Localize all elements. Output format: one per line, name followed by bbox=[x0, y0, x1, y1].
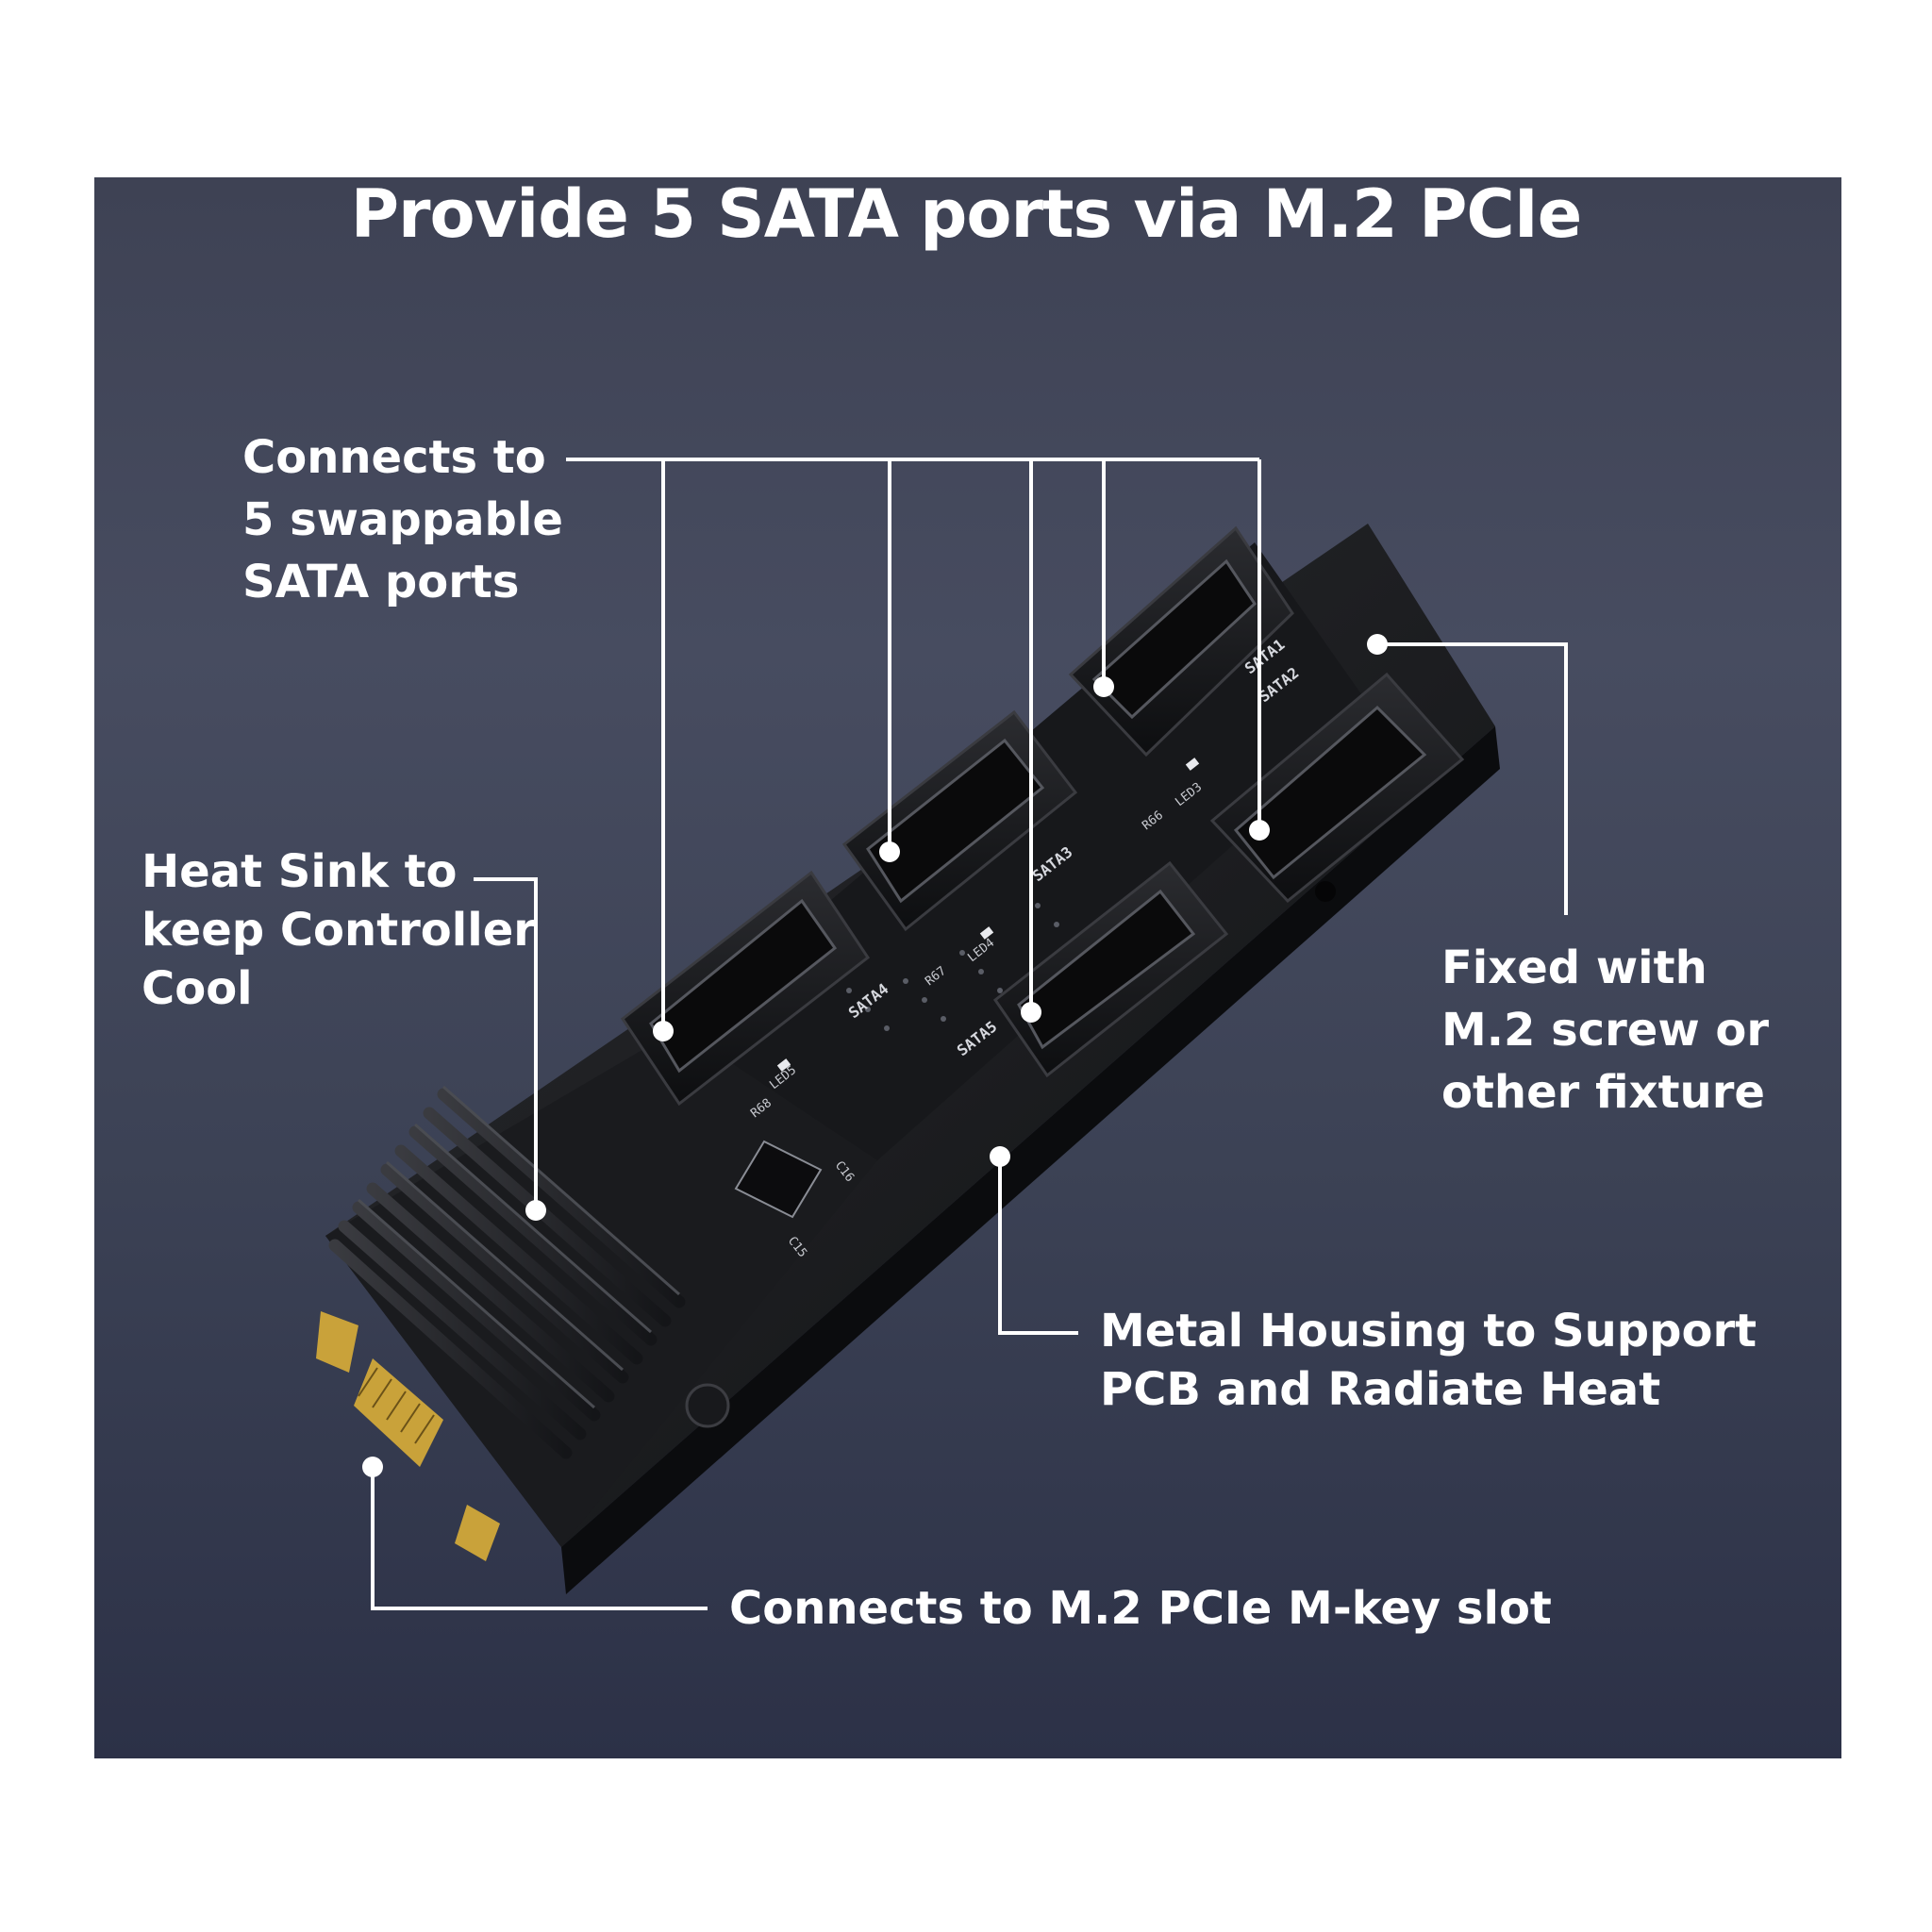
callout-line: Connects to M.2 PCIe M-key slot bbox=[729, 1582, 1552, 1635]
screw-hole bbox=[1315, 881, 1336, 902]
sata-port-4 bbox=[620, 870, 871, 1107]
callout-line: 5 swappable bbox=[242, 493, 563, 546]
page-title: Provide 5 SATA ports via M.2 PCIe bbox=[350, 175, 1583, 253]
callout-housing: Metal Housing to Support PCB and Radiate… bbox=[1100, 1302, 1757, 1419]
callout-line: Connects to bbox=[242, 431, 546, 484]
controller-chip bbox=[734, 1140, 823, 1219]
callout-line: PCB and Radiate Heat bbox=[1100, 1363, 1661, 1416]
screw-icon bbox=[685, 1383, 730, 1428]
leader-dots bbox=[362, 634, 1388, 1477]
sata-port-1 bbox=[1068, 525, 1294, 758]
status-leds bbox=[776, 758, 1200, 1072]
sata-port-3 bbox=[841, 709, 1078, 932]
callout-line: SATA ports bbox=[242, 556, 520, 608]
m2-edge-connector bbox=[316, 1311, 500, 1561]
callout-line: other fixture bbox=[1441, 1066, 1765, 1119]
callout-heat-sink: Heat Sink to keep Controller Cool bbox=[142, 842, 536, 1018]
callout-line: keep Controller bbox=[142, 904, 536, 957]
sata-port-5 bbox=[992, 860, 1229, 1078]
callout-line: Metal Housing to Support bbox=[1100, 1305, 1757, 1357]
callout-slot: Connects to M.2 PCIe M-key slot bbox=[729, 1577, 1552, 1640]
sata-port-2 bbox=[1209, 672, 1465, 904]
callout-fixture: Fixed with M.2 screw or other fixture bbox=[1441, 937, 1769, 1124]
heat-sink bbox=[325, 1028, 877, 1547]
callout-sata-ports: Connects to 5 swappable SATA ports bbox=[242, 426, 563, 613]
leader-lines bbox=[371, 458, 1568, 1610]
callout-line: M.2 screw or bbox=[1441, 1004, 1770, 1057]
callout-line: Cool bbox=[142, 962, 253, 1015]
callout-line: Heat Sink to bbox=[142, 845, 458, 898]
callout-line: Fixed with bbox=[1441, 941, 1707, 994]
